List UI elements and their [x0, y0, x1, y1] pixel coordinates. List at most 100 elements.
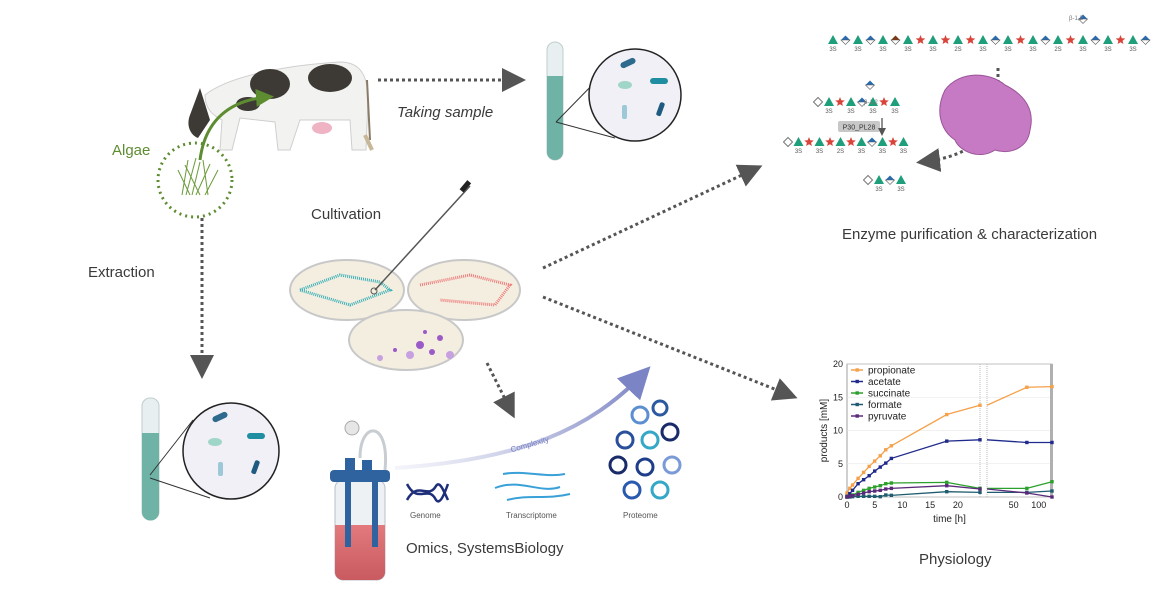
- data-point-succinate: [1050, 480, 1054, 484]
- glycan-triangle: [1128, 35, 1138, 44]
- sulfation-label: 3S: [1029, 47, 1036, 53]
- data-point-formate: [945, 489, 949, 494]
- data-point-formate: [878, 494, 882, 499]
- glycan-triangle: [896, 175, 906, 184]
- data-point-acetate: [848, 491, 852, 496]
- inoculation-loop: [374, 185, 471, 291]
- x-tick-label: 50: [1009, 500, 1019, 510]
- enzyme-structure-icon: [939, 74, 1032, 155]
- glycan-diamond-top: [1078, 14, 1088, 19]
- glycan-triangle: [1078, 35, 1088, 44]
- glycan-diamond-top: [865, 80, 875, 85]
- y-axis-label: products [mM]: [819, 399, 830, 463]
- data-point-acetate: [878, 465, 882, 469]
- glycan-triangle: [853, 35, 863, 44]
- data-point-propionate: [873, 459, 877, 463]
- data-point-propionate: [845, 491, 849, 495]
- data-point-propionate: [978, 403, 982, 407]
- genome-label: Genome: [410, 511, 441, 520]
- sulfation-label: 3S: [1129, 47, 1136, 53]
- data-point-formate: [856, 494, 860, 499]
- bioreactor: [330, 420, 390, 581]
- glycan-diamond-top: [891, 35, 900, 40]
- algae-highlight-circle: [156, 141, 234, 219]
- glycan-star: [825, 137, 835, 146]
- branch-label-substrate: β-1,2: [864, 100, 878, 106]
- rna-icon: [494, 471, 571, 501]
- data-point-succinate: [873, 485, 877, 489]
- glycan-star: [940, 35, 951, 44]
- legend-label-succinate: succinate: [868, 389, 911, 400]
- sulfation-label: 3S: [929, 47, 936, 53]
- glycan-diamond-top: [857, 97, 867, 102]
- glycan-diamond-top: [1091, 35, 1100, 40]
- sulfation-label: 3S: [904, 47, 911, 53]
- legend-marker-succinate: [855, 391, 859, 395]
- data-point-propionate: [884, 448, 888, 452]
- glycan-star: [1115, 35, 1126, 44]
- data-point-succinate: [1025, 486, 1029, 491]
- glycan-triangle: [903, 35, 913, 44]
- glycan-triangle: [953, 35, 963, 44]
- sulfation-label: 3S: [979, 47, 986, 53]
- glycan-triangle: [878, 35, 888, 44]
- glycan-diamond-bottom: [884, 179, 896, 185]
- sulfation-label: 2S: [954, 47, 961, 53]
- omics-label: Omics, SystemsBiology: [406, 540, 564, 557]
- data-point-propionate: [889, 444, 894, 448]
- x-tick-label: 10: [897, 500, 907, 510]
- data-point-propionate: [878, 454, 882, 458]
- feeding-arrow: [198, 88, 274, 161]
- glycan-triangle: [1103, 35, 1113, 44]
- legend-marker-propionate: [855, 368, 859, 372]
- enzyme-label: Enzyme purification & characterization: [842, 226, 1098, 243]
- glycan-diamond-top: [885, 175, 895, 180]
- data-point-acetate: [884, 461, 888, 465]
- sulfation-label: 3S: [795, 149, 802, 155]
- proteome-label: Proteome: [623, 511, 658, 520]
- sulfation-label: 2S: [1054, 47, 1061, 53]
- data-point-formate: [884, 493, 888, 497]
- x-tick-label: 15: [925, 500, 935, 510]
- sulfation-label: 3S: [1004, 47, 1011, 53]
- data-point-succinate: [861, 488, 866, 493]
- data-point-pyruvate: [850, 493, 855, 498]
- dna-icon: [405, 483, 450, 503]
- glycan-diamond-bottom: [990, 39, 1001, 45]
- data-point-acetate: [867, 474, 871, 478]
- glycan-hollow-diamond: [782, 136, 794, 148]
- complexity-arrow: [394, 366, 651, 470]
- data-point-succinate: [889, 481, 894, 485]
- algae-label: Algae: [112, 142, 151, 159]
- glycan-diamond-top: [867, 137, 877, 142]
- y-tick-label: 15: [833, 392, 843, 402]
- data-point-succinate: [945, 480, 949, 485]
- legend-marker-pyruvate: [855, 414, 859, 418]
- data-point-pyruvate: [945, 483, 949, 488]
- physiology-label: Physiology: [919, 551, 992, 568]
- sulfation-label: 3S: [900, 149, 907, 155]
- sulfation-label: 3S: [897, 187, 904, 193]
- data-point-acetate: [889, 456, 894, 461]
- y-tick-label: 5: [838, 459, 843, 469]
- sulfation-label: 3S: [1104, 47, 1111, 53]
- sulfation-label: 3S: [847, 109, 854, 115]
- glycan-diamond-bottom: [840, 39, 851, 45]
- data-point-formate: [889, 493, 894, 498]
- data-point-propionate: [856, 476, 860, 481]
- glycan-triangle: [835, 137, 846, 146]
- glycan-triangle: [1003, 35, 1013, 44]
- legend-label-acetate: acetate: [868, 377, 901, 388]
- x-tick-label: 5: [872, 500, 877, 510]
- data-point-propionate: [867, 464, 871, 469]
- sulfation-label: 3S: [829, 47, 836, 53]
- sulfation-label: 3S: [869, 109, 876, 115]
- algae-icon: [177, 157, 219, 196]
- branch-label-top: β-1,2: [1069, 16, 1083, 22]
- glycan-hollow-diamond: [812, 96, 824, 108]
- sample-tube-top: [546, 41, 682, 161]
- glycan-diamond-bottom: [866, 141, 878, 147]
- cultivation-label: Cultivation: [311, 206, 382, 223]
- transcriptome-label: Transcriptome: [506, 511, 557, 520]
- sulfation-label: 3S: [879, 149, 886, 155]
